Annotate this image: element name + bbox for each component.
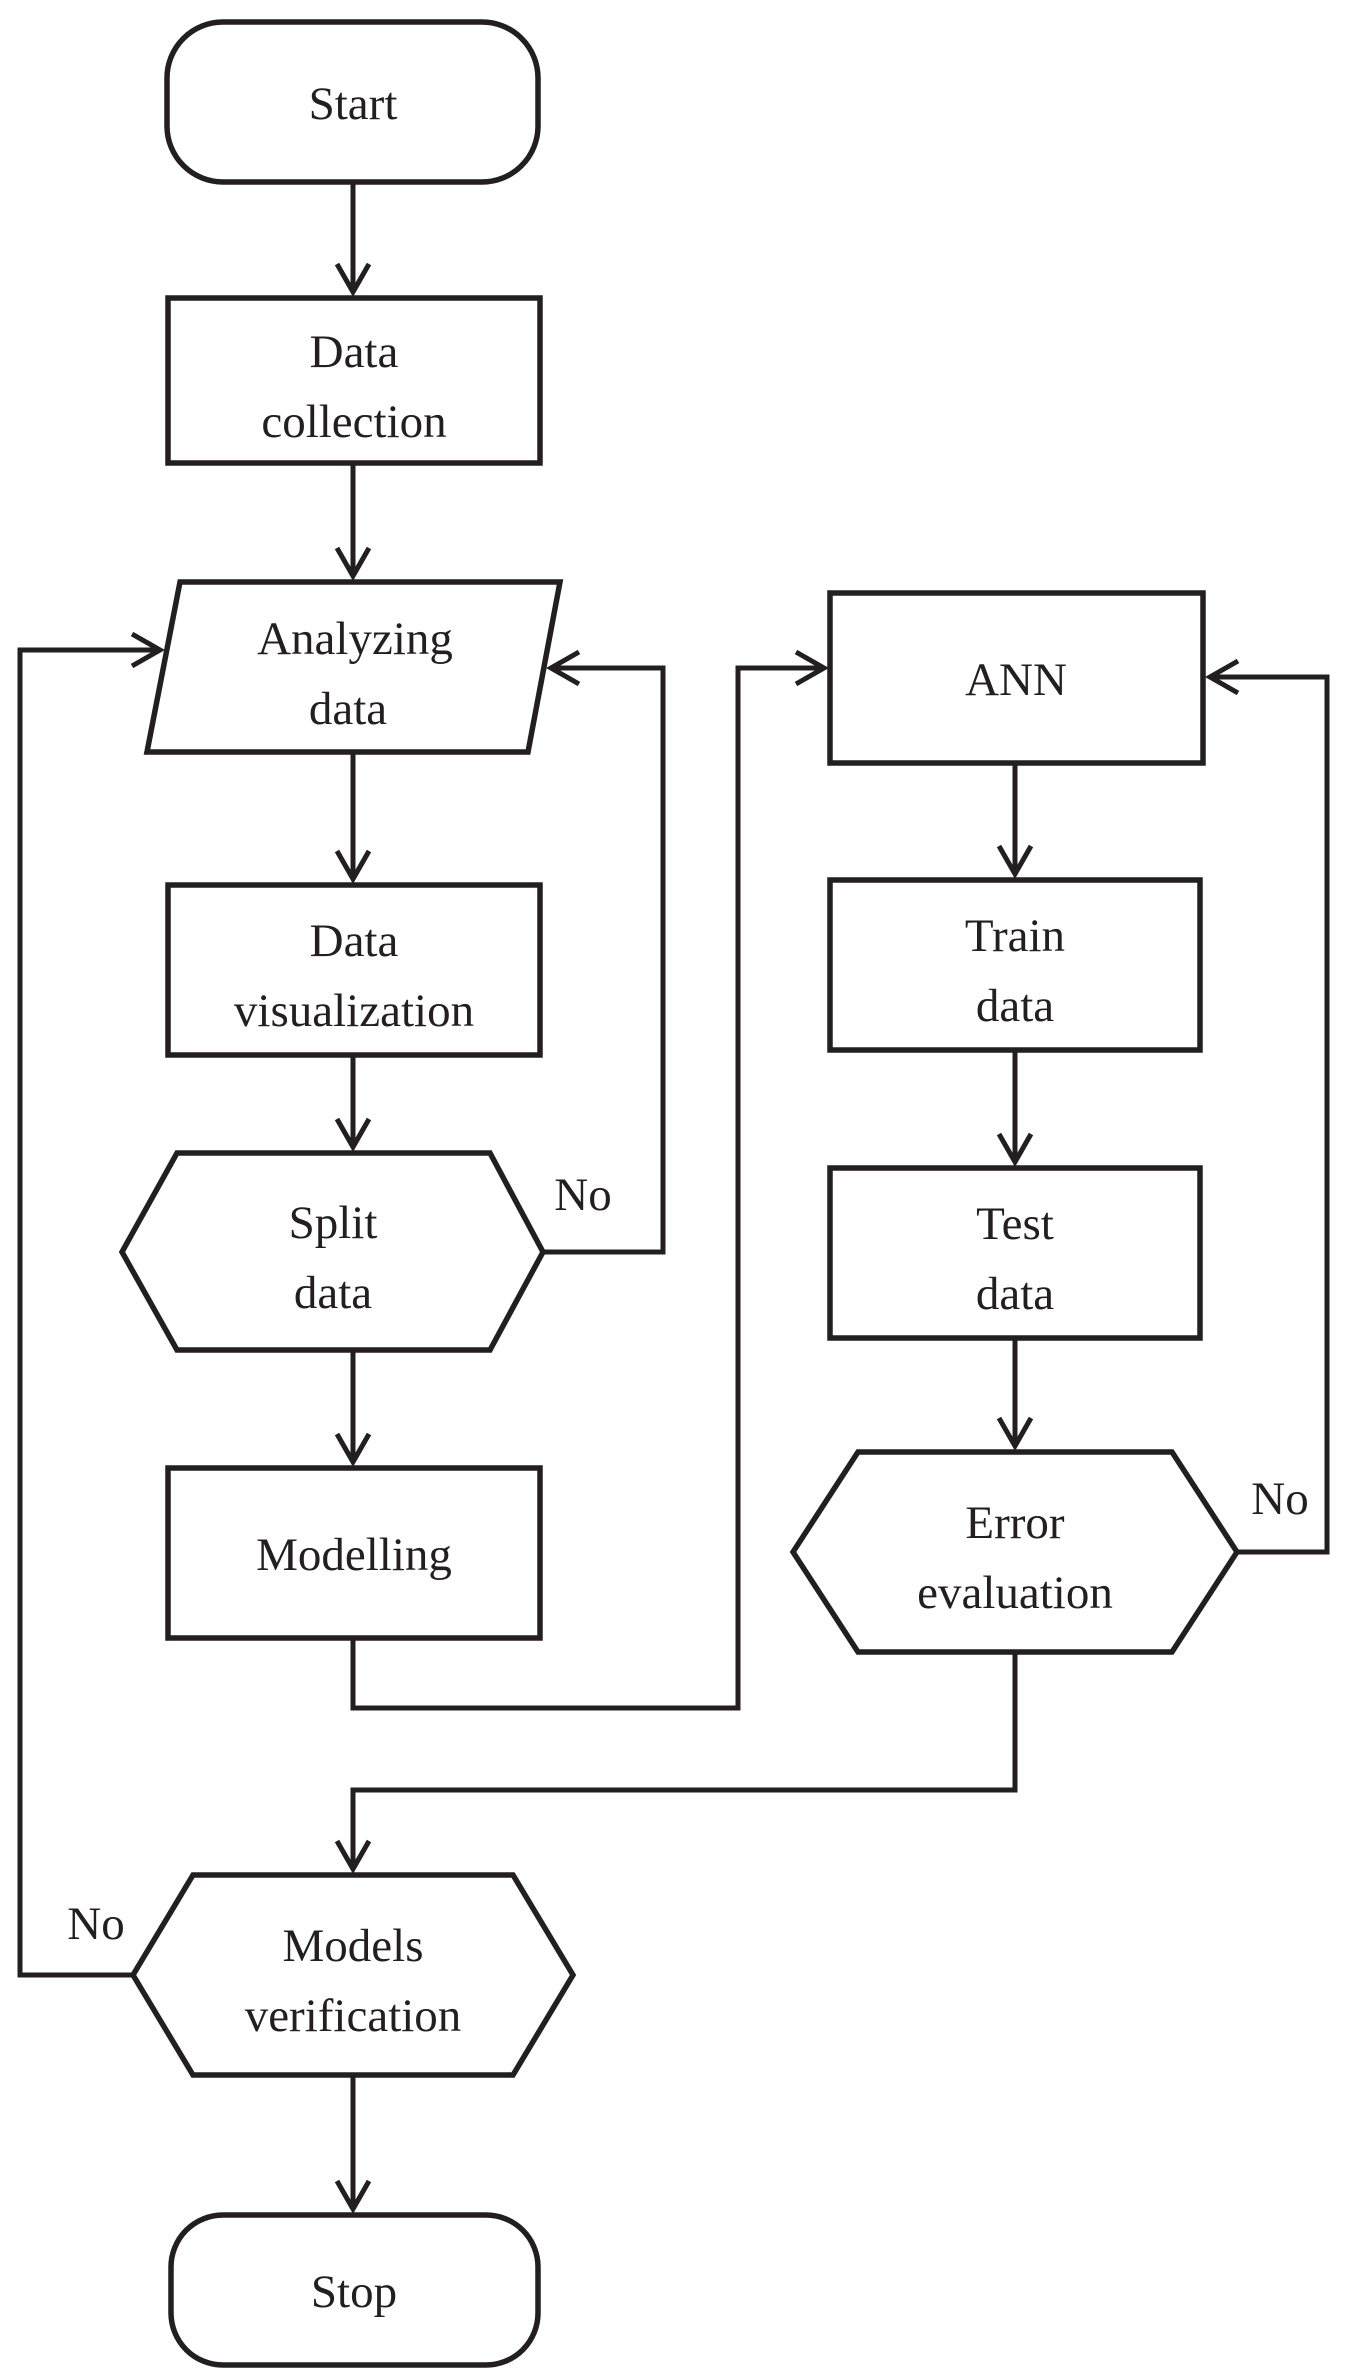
start-terminator xyxy=(164,19,541,185)
test-data-node xyxy=(827,1165,1203,1341)
arrow-error-evaluation-to-verification xyxy=(334,1652,1018,1875)
data-collection-label-line2: collection xyxy=(261,396,446,448)
split-no-label: No xyxy=(554,1169,611,1221)
modelling-node xyxy=(165,1465,543,1641)
models-verification-label-line2: verification xyxy=(245,1990,462,2042)
ann-label: ANN xyxy=(965,654,1067,706)
models-verification-label-line1: Models xyxy=(283,1920,424,1972)
data-collection-node xyxy=(165,295,543,466)
data-visualization-node xyxy=(165,882,543,1058)
loop-verification-no-to-analyzing xyxy=(17,631,166,1978)
train-data-label-line1: Train xyxy=(965,910,1065,962)
data-collection-label-line1: Data xyxy=(310,326,399,378)
verification-no-label: No xyxy=(67,1898,124,1950)
loop-error-no-to-ann xyxy=(1204,658,1330,1555)
error-evaluation-label-line1: Error xyxy=(965,1497,1065,1549)
modelling-label: Modelling xyxy=(256,1529,452,1581)
analyzing-data-label-line2: data xyxy=(309,683,387,735)
train-data-label-line2: data xyxy=(976,980,1054,1032)
data-visualization-label-line1: Data xyxy=(310,915,399,967)
stop-terminator xyxy=(168,2212,541,2368)
loop-split-no-to-analyzing xyxy=(543,649,666,1255)
start-label: Start xyxy=(309,78,398,130)
arrow-modelling-to-ann xyxy=(350,649,830,1711)
stop-label: Stop xyxy=(311,2266,397,2318)
models-verification-decision xyxy=(129,1872,577,2078)
error-no-label: No xyxy=(1251,1473,1308,1525)
error-evaluation-label-line2: evaluation xyxy=(917,1567,1113,1619)
split-data-label-line1: Split xyxy=(289,1197,378,1249)
analyzing-data-node xyxy=(143,579,564,755)
ann-node xyxy=(827,590,1206,766)
data-visualization-label-line2: visualization xyxy=(234,985,474,1037)
split-data-label-line2: data xyxy=(294,1267,372,1319)
analyzing-data-label-line1: Analyzing xyxy=(257,613,453,665)
error-evaluation-decision xyxy=(789,1449,1241,1655)
split-data-decision xyxy=(118,1150,547,1353)
test-data-label-line1: Test xyxy=(976,1198,1054,1250)
test-data-label-line2: data xyxy=(976,1268,1054,1320)
train-data-node xyxy=(827,877,1203,1053)
